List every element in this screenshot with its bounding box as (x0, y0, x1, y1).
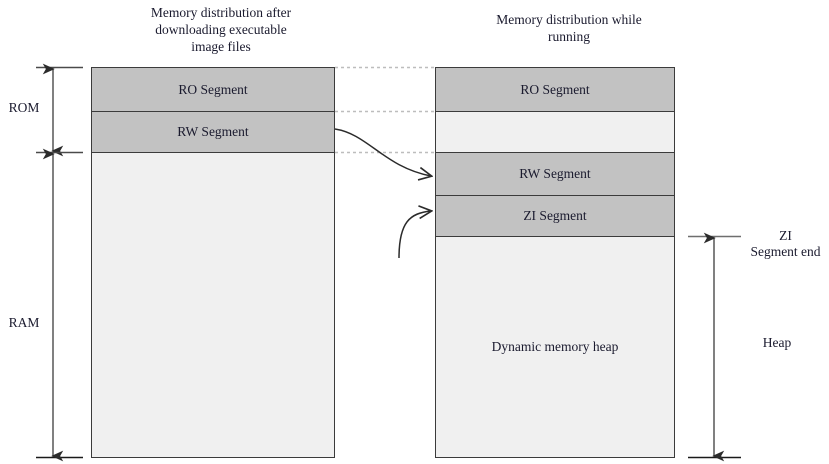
left-segment-ro-label: RO Segment (178, 81, 248, 97)
left-segment-free (92, 153, 334, 457)
left-memory-map: RO Segment RW Segment (91, 67, 335, 458)
left-segment-rw-label: RW Segment (177, 124, 249, 139)
dimension-label-ram: RAM (8, 315, 40, 330)
right-segment-heap-label: Dynamic memory heap (491, 339, 619, 354)
left-segment-ro: RO Segment (92, 68, 334, 112)
right-segment-zi: ZI Segment (436, 196, 674, 237)
right-diagram-title: Memory distribution while running (496, 12, 642, 44)
right-segment-ro: RO Segment (436, 68, 674, 112)
left-diagram-title: Memory distribution after downloading ex… (150, 5, 292, 54)
zi-segment-mapping-arrow (398, 211, 431, 259)
right-memory-map: RO Segment RW Segment ZI Segment Dynamic… (435, 67, 675, 458)
right-segment-zi-label: ZI Segment (523, 208, 587, 223)
right-segment-rw-label: RW Segment (519, 166, 591, 181)
heap-dimension (688, 232, 741, 462)
dimension-label-zi-segment-end: ZI Segment end (750, 228, 821, 259)
right-segment-rw: RW Segment (436, 153, 674, 196)
right-segment-heap: Dynamic memory heap (436, 237, 674, 457)
right-segment-ro-label: RO Segment (520, 81, 590, 97)
ram-dimension (36, 148, 83, 462)
dimension-label-heap: Heap (762, 335, 792, 350)
rw-segment-mapping-arrow (334, 128, 431, 176)
right-segment-gap (436, 112, 674, 153)
dimension-label-rom: ROM (8, 100, 40, 115)
connector-dotted-lines (335, 66, 435, 154)
left-segment-rw: RW Segment (92, 112, 334, 153)
